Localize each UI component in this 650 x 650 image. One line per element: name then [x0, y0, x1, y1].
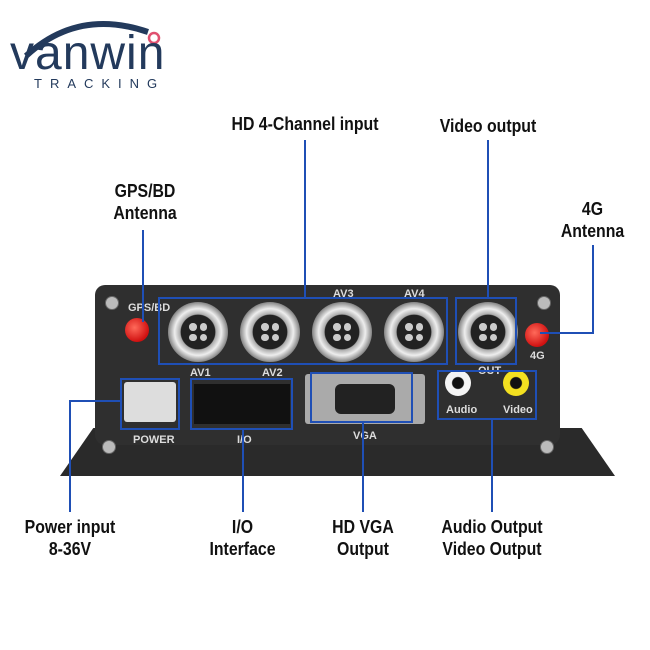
leader-line: [592, 245, 594, 334]
callout-io-line2: Interface: [209, 539, 276, 559]
av4-connector: [384, 302, 444, 362]
leader-line: [142, 230, 144, 322]
screw-icon: [102, 440, 116, 454]
callout-power-line2: 8-36V: [48, 539, 92, 559]
screw-icon: [540, 440, 554, 454]
callout-gps-line2: Antenna: [113, 203, 177, 223]
callout-av-line1: Audio Output: [441, 517, 543, 537]
screw-icon: [537, 296, 551, 310]
vga-highlight: [310, 372, 413, 423]
leader-line: [304, 140, 306, 297]
av-input-highlight: [158, 297, 448, 365]
callout-4g-line1: 4G: [581, 199, 604, 219]
power-port: [124, 382, 176, 422]
out-connector: [458, 302, 518, 362]
leader-line: [69, 400, 71, 512]
callout-vga-line2: Output: [337, 539, 389, 559]
av2-connector: [240, 302, 300, 362]
power-highlight: [120, 378, 180, 430]
io-port: [194, 384, 290, 424]
logo-subtitle: TRACKING: [34, 76, 166, 91]
vga-socket: [335, 384, 395, 414]
logo: vanwin TRACKING: [8, 8, 208, 91]
leader-line: [491, 420, 493, 512]
callout-hd-input: HD 4-Channel input: [231, 114, 379, 134]
leader-line: [242, 430, 244, 512]
video-out-highlight: [455, 297, 517, 365]
label-av2: AV2: [262, 367, 283, 379]
io-highlight: [190, 378, 293, 430]
leader-line: [362, 423, 364, 512]
label-av1: AV1: [190, 367, 211, 379]
screw-icon: [105, 296, 119, 310]
gps-antenna-connector: [125, 318, 149, 342]
label-vga: VGA: [353, 430, 377, 442]
leader-line: [487, 140, 489, 297]
label-4g: 4G: [530, 350, 545, 362]
av1-connector: [168, 302, 228, 362]
vga-port: [305, 374, 425, 424]
logo-arc-icon: [23, 21, 161, 58]
4g-antenna-connector: [525, 323, 549, 347]
leader-line: [69, 400, 121, 402]
label-power: POWER: [133, 434, 175, 446]
av3-connector: [312, 302, 372, 362]
label-video: Video: [503, 404, 533, 416]
audio-rca-port: [445, 370, 471, 396]
label-audio: Audio: [446, 404, 478, 416]
callout-power-line1: Power input: [24, 517, 116, 537]
video-rca-port: [503, 370, 529, 396]
callout-gps-line1: GPS/BD: [114, 181, 176, 201]
callout-4g-line2: Antenna: [560, 221, 625, 241]
label-io: I/O: [237, 434, 252, 446]
leader-line: [540, 332, 594, 334]
av-output-highlight: [437, 370, 537, 420]
callout-video-output: Video output: [439, 116, 537, 136]
callout-io-line1: I/O: [231, 517, 254, 537]
callout-av-line2: Video Output: [442, 539, 542, 559]
logo-brand: vanwin: [10, 27, 166, 80]
callout-vga-line1: HD VGA: [332, 517, 394, 537]
